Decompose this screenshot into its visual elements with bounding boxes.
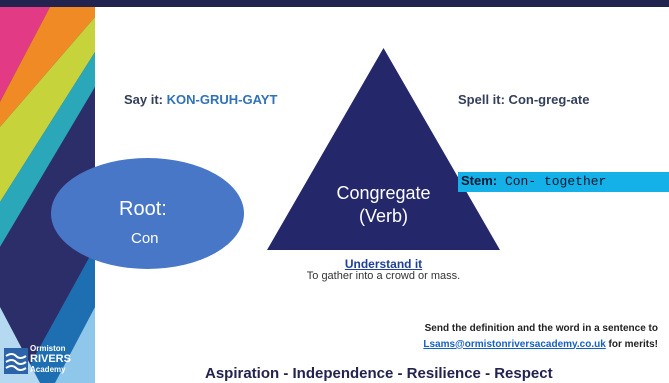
- triangle-word: Congregate: [336, 183, 431, 203]
- triangle-part-of-speech: (Verb): [358, 206, 409, 227]
- send-instructions: Send the definition and the word in a se…: [320, 321, 658, 352]
- logo-line-3: Academy: [30, 365, 66, 374]
- academy-motto: Aspiration - Independence - Resilience -…: [205, 365, 553, 382]
- top-bar: [0, 0, 669, 7]
- root-ellipse: [51, 158, 244, 269]
- stem-text: Stem: Con- together: [461, 173, 606, 189]
- academy-logo: Ormiston RIVERS Academy: [4, 345, 92, 381]
- email-link[interactable]: Lsams@ormistonriversacademy.co.uk: [423, 338, 606, 350]
- definition-text: To gather into a crowd or mass.: [306, 270, 461, 282]
- stem-label: Stem:: [461, 173, 498, 188]
- word-triangle: [267, 48, 500, 250]
- stem-value: Con- together: [504, 174, 607, 189]
- root-value: Con: [131, 230, 159, 247]
- logo-line-2: RIVERS: [30, 353, 71, 365]
- send-line-1: Send the definition and the word in a se…: [424, 323, 658, 334]
- send-line-2: Lsams@ormistonriversacademy.co.uk for me…: [320, 337, 658, 353]
- triangle-text: Congregate (Verb): [267, 182, 500, 229]
- say-it-text: Say it: KON-GRUH-GAYT: [124, 92, 277, 107]
- decorative-side-banner: [0, 7, 95, 383]
- send-suffix: for merits!: [608, 338, 658, 350]
- logo-line-1: Ormiston: [30, 344, 66, 353]
- river-wave-icon: [4, 348, 28, 374]
- spell-it-text: Spell it: Con-greg-ate: [458, 92, 590, 107]
- understand-it-heading: Understand it: [344, 257, 423, 271]
- root-label: Root:: [119, 198, 167, 220]
- say-it-pronunciation: KON-GRUH-GAYT: [166, 92, 278, 107]
- say-it-prefix: Say it:: [124, 92, 164, 107]
- stem-box: [458, 172, 669, 192]
